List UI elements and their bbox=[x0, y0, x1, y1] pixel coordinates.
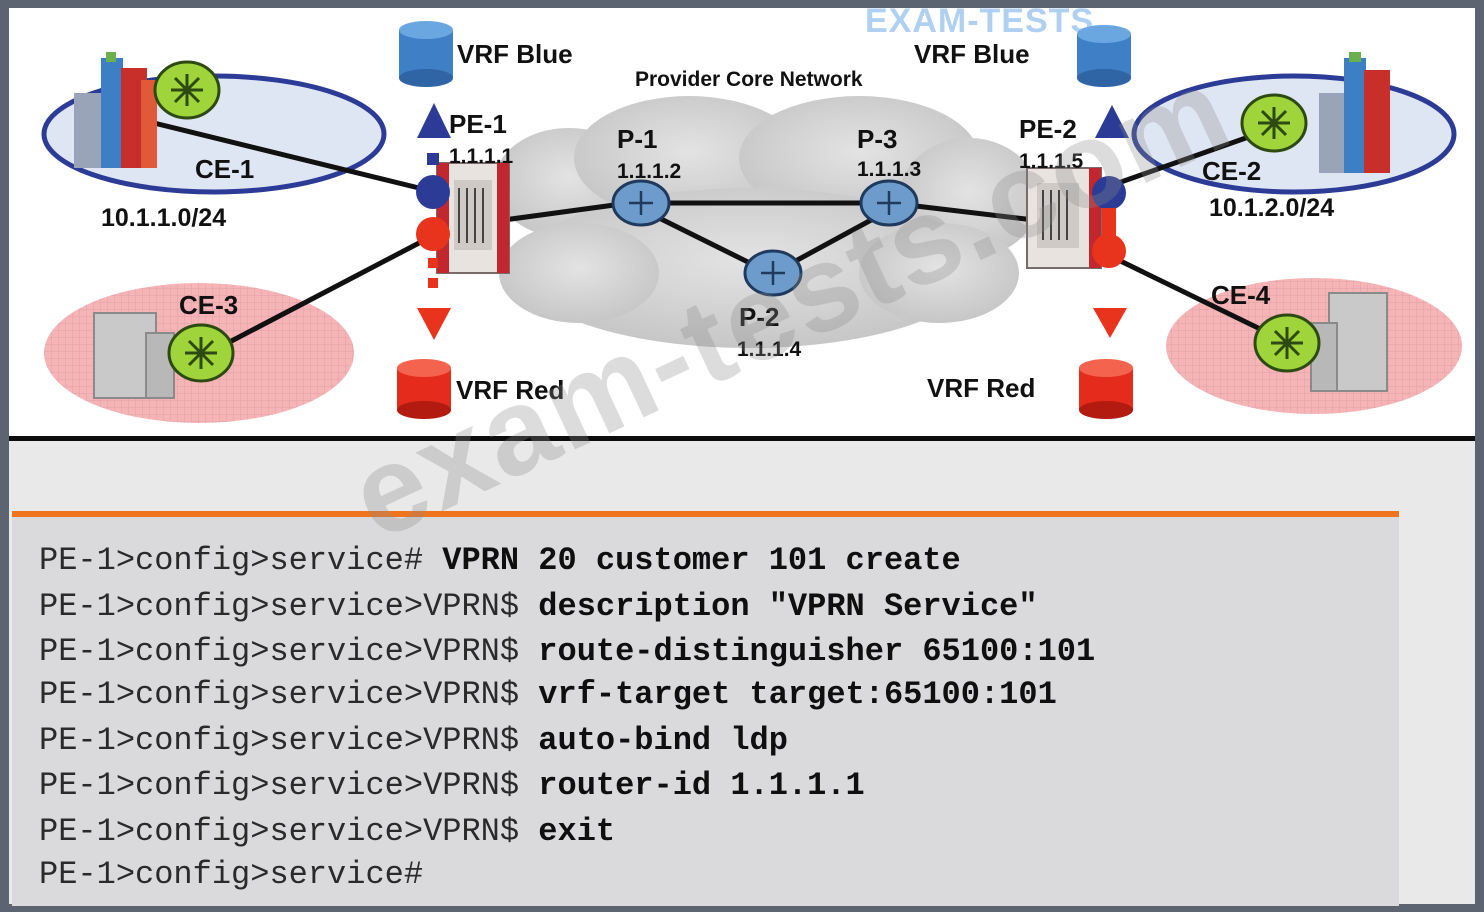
cli-command: route-distinguisher 65100:101 bbox=[538, 633, 1096, 670]
pe2-red-link-icon bbox=[1102, 208, 1116, 243]
vrf-blue-left-icon bbox=[399, 21, 453, 87]
pe1-red-dot-icon bbox=[428, 258, 438, 268]
link-p3-pe2 bbox=[898, 201, 1035, 223]
ce1-subnet: 10.1.1.0/24 bbox=[101, 204, 226, 232]
cli-config-panel: PE-1>config>service# VPRN 20 customer 10… bbox=[12, 511, 1399, 906]
pe1-red-arrow-icon bbox=[417, 308, 451, 340]
pe1-chassis-icon bbox=[436, 162, 510, 274]
pe2-red-interface-icon bbox=[1092, 234, 1126, 268]
pe1-red-dot2-icon bbox=[428, 278, 438, 288]
ce2-router-icon bbox=[1240, 93, 1308, 153]
cli-command: auto-bind ldp bbox=[538, 722, 788, 759]
ce4-router-icon bbox=[1253, 313, 1321, 373]
diagram-canvas: VRF Blue VRF Blue VRF Red VRF Red Provid… bbox=[41, 21, 1462, 423]
pe2-ip: 1.1.1.5 bbox=[1019, 150, 1084, 173]
cli-command: VPRN 20 customer 101 create bbox=[442, 542, 961, 579]
building-ce1-icon bbox=[74, 52, 157, 168]
link-ce1-pe1 bbox=[153, 120, 420, 191]
cli-prompt: PE-1>config>service# bbox=[39, 856, 424, 893]
vrf-red-right-icon bbox=[1079, 359, 1133, 419]
cli-line: PE-1>config>service# bbox=[39, 857, 423, 893]
link-p1-p2 bbox=[647, 210, 766, 273]
ce3-router-icon bbox=[167, 323, 235, 383]
cli-line: PE-1>config>service>VPRN$ auto-bind ldp bbox=[39, 723, 788, 759]
vrf-red-left-label: VRF Red bbox=[456, 375, 564, 405]
cli-line: PE-1>config>service>VPRN$ router-id 1.1.… bbox=[39, 768, 865, 804]
p3-ip: 1.1.1.3 bbox=[857, 158, 921, 181]
cli-line: PE-1>config>service# VPRN 20 customer 10… bbox=[39, 543, 961, 579]
exam-tests-logo-watermark: EXAM-TESTS bbox=[865, 2, 1095, 40]
cli-prompt: PE-1>config>service>VPRN$ bbox=[39, 676, 539, 713]
core-network-label: Provider Core Network bbox=[635, 68, 863, 91]
cli-prompt: PE-1>config>service>VPRN$ bbox=[39, 813, 539, 850]
ce2-subnet: 10.1.2.0/24 bbox=[1209, 194, 1334, 222]
vrf-red-left-icon bbox=[397, 359, 451, 419]
ce2-name: CE-2 bbox=[1202, 156, 1261, 186]
pe1-red-interface-icon bbox=[416, 217, 450, 251]
pe2-name: PE-2 bbox=[1019, 114, 1077, 144]
pe1-ip: 1.1.1.1 bbox=[449, 145, 514, 168]
cli-line: PE-1>config>service>VPRN$ description "V… bbox=[39, 589, 1038, 625]
cli-prompt: PE-1>config>service>VPRN$ bbox=[39, 633, 539, 670]
pe2-blue-arrow-icon bbox=[1095, 105, 1129, 138]
cli-prompt: PE-1>config>service>VPRN$ bbox=[39, 722, 539, 759]
p2-name: P-2 bbox=[739, 302, 779, 332]
vrf-red-right-label: VRF Red bbox=[927, 373, 1035, 403]
cli-line: PE-1>config>service>VPRN$ vrf-target tar… bbox=[39, 677, 1057, 713]
cli-line: PE-1>config>service>VPRN$ route-distingu… bbox=[39, 634, 1095, 670]
ce4-name: CE-4 bbox=[1211, 280, 1271, 310]
pe1-blue-interface-icon bbox=[416, 175, 450, 209]
p1-ip: 1.1.1.2 bbox=[617, 160, 681, 183]
cli-prompt: PE-1>config>service# bbox=[39, 542, 443, 579]
cli-command: exit bbox=[538, 813, 616, 850]
cli-prompt: PE-1>config>service>VPRN$ bbox=[39, 767, 539, 804]
link-pe1-p1 bbox=[503, 200, 630, 223]
p2-ip: 1.1.1.4 bbox=[737, 338, 802, 361]
p1-router-icon bbox=[611, 179, 671, 227]
cli-command: vrf-target target:65100:101 bbox=[538, 676, 1057, 713]
p3-name: P-3 bbox=[857, 124, 897, 154]
vrf-blue-left-label: VRF Blue bbox=[457, 39, 573, 69]
cli-line: PE-1>config>service>VPRN$ exit bbox=[39, 814, 615, 850]
vrf-blue-right-icon bbox=[1077, 25, 1131, 87]
building-ce2-icon bbox=[1319, 52, 1390, 173]
cli-command: router-id 1.1.1.1 bbox=[538, 767, 865, 804]
ce1-router-icon bbox=[153, 60, 221, 120]
pe2-chassis-icon bbox=[1026, 167, 1102, 269]
building-ce4-icon bbox=[1310, 292, 1388, 392]
pe2-blue-interface-icon bbox=[1092, 176, 1126, 210]
cli-prompt: PE-1>config>service>VPRN$ bbox=[39, 588, 539, 625]
cli-command: description "VPRN Service" bbox=[538, 588, 1038, 625]
ce1-name: CE-1 bbox=[195, 154, 254, 184]
p2-router-icon bbox=[743, 249, 803, 297]
pe2-red-arrow-icon bbox=[1093, 308, 1127, 338]
building-ce3-icon bbox=[93, 312, 175, 399]
ce3-name: CE-3 bbox=[179, 290, 238, 320]
figure-frame: VRF Blue VRF Blue VRF Red VRF Red Provid… bbox=[9, 8, 1475, 906]
pe1-name: PE-1 bbox=[449, 109, 507, 139]
pe1-blue-arrow-icon bbox=[417, 103, 451, 138]
pe1-blue-dot-icon bbox=[427, 153, 439, 165]
network-diagram: VRF Blue VRF Blue VRF Red VRF Red Provid… bbox=[9, 8, 1475, 441]
p1-name: P-1 bbox=[617, 124, 657, 154]
p3-router-icon bbox=[859, 179, 919, 227]
vrf-blue-right-label: VRF Blue bbox=[914, 39, 1030, 69]
link-ce3-pe1 bbox=[197, 240, 421, 361]
